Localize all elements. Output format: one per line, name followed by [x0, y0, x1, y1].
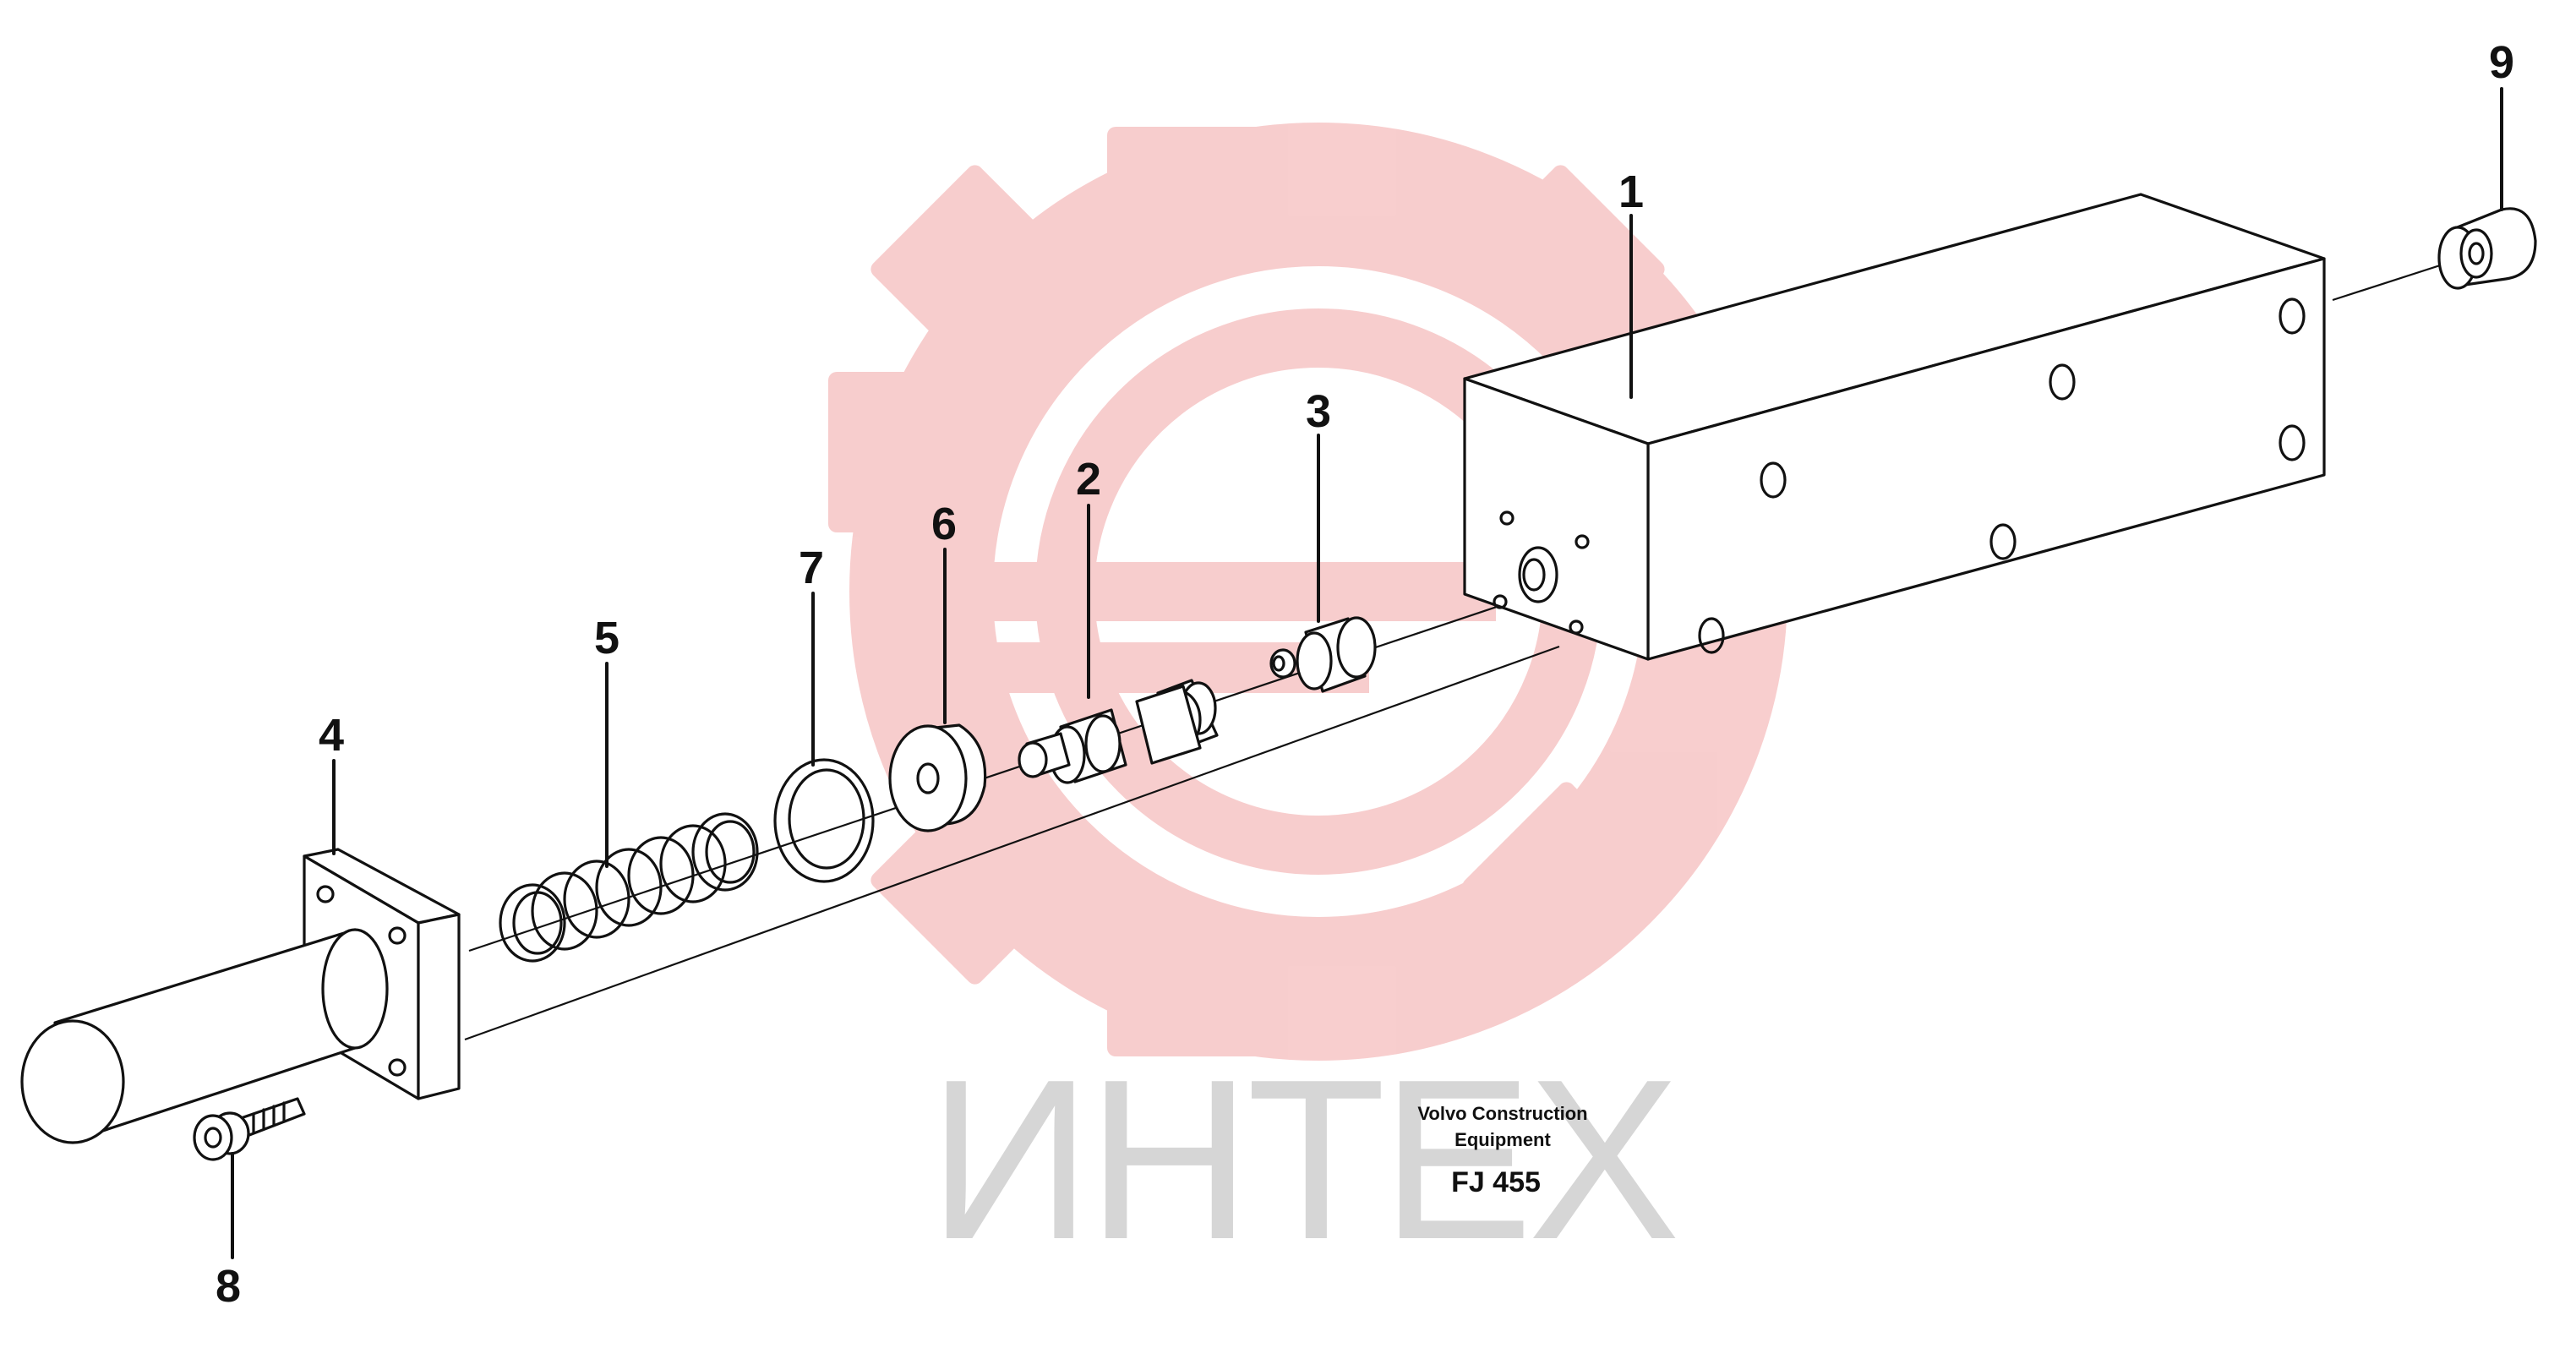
- callout-7: 7: [799, 543, 824, 593]
- caption-line2: Equipment: [1454, 1129, 1551, 1150]
- callout-9: 9: [2489, 37, 2514, 88]
- callout-5: 5: [594, 613, 619, 663]
- part-9-plug: [2437, 207, 2537, 290]
- part-8-screw: [193, 1097, 306, 1161]
- callout-6: 6: [931, 499, 957, 549]
- caption-line1: Volvo Construction: [1417, 1103, 1587, 1124]
- callout-1: 1: [1618, 166, 1644, 217]
- callout-leader-lines: [231, 87, 2503, 1259]
- part-6-seat-washer: [888, 723, 987, 832]
- part-7-o-ring: [773, 758, 875, 883]
- part-2-spool: [1018, 679, 1219, 784]
- figure-code: FJ 455: [1451, 1166, 1541, 1198]
- part-1-valve-housing: [1463, 193, 2326, 661]
- part-3-piston: [1269, 616, 1377, 693]
- callout-4: 4: [319, 710, 344, 761]
- callout-3: 3: [1306, 386, 1331, 437]
- part-4-cover: [20, 848, 461, 1144]
- watermark-text: ИНТЕХ: [928, 1033, 1678, 1287]
- callout-2: 2: [1076, 454, 1101, 505]
- part-5-spring: [499, 812, 759, 963]
- callout-8: 8: [216, 1261, 241, 1312]
